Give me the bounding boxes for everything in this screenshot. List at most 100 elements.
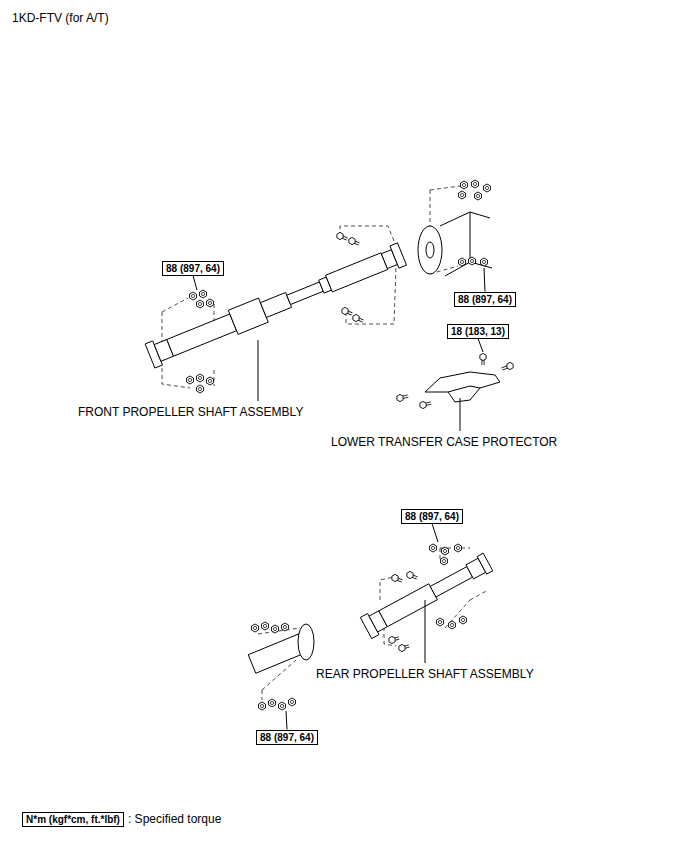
nut: [197, 300, 204, 308]
nut: [441, 557, 448, 565]
nut-hole: [198, 302, 201, 305]
torque-box: 88 (897, 64): [401, 509, 463, 524]
bolt-head: [389, 636, 395, 643]
nut: [282, 623, 289, 631]
leader-line: [484, 268, 485, 292]
companion-flange: [418, 226, 442, 274]
flange: [390, 243, 407, 268]
torque-box: 88 (897, 64): [454, 292, 516, 307]
torque-value: 88 (897, 64): [458, 294, 512, 305]
nut-hole: [476, 194, 479, 197]
nut: [252, 624, 259, 632]
shaft-tube: [379, 584, 438, 627]
torque-value: N*m (kgf*cm, ft.*lbf): [26, 814, 120, 825]
nut: [461, 181, 468, 189]
leader-line: [460, 398, 461, 431]
drawing: [145, 180, 513, 730]
nut-hole: [253, 626, 256, 629]
bolt-head: [507, 362, 513, 369]
shaft-tube: [430, 567, 472, 597]
nut-hole: [201, 292, 204, 295]
nut: [190, 292, 197, 300]
protector-edge: [448, 386, 480, 392]
nut: [481, 258, 488, 266]
nut: [289, 698, 296, 706]
nut: [200, 290, 207, 298]
nut-hole: [443, 549, 446, 552]
leader-line: [425, 600, 426, 663]
diagram-title: 1KD-FTV (for A/T): [12, 11, 109, 25]
nut-hole: [450, 623, 453, 626]
flange-hub: [426, 242, 434, 258]
torque-value: 88 (897, 64): [405, 511, 459, 522]
bolt-head: [349, 237, 355, 244]
bolt-head: [337, 232, 343, 239]
nut-hole: [198, 387, 201, 390]
bolt-head: [407, 571, 413, 578]
nut: [449, 621, 456, 629]
nut-hole: [473, 182, 476, 185]
leader-line: [478, 339, 483, 353]
nut-hole: [188, 378, 191, 381]
nut: [430, 544, 437, 552]
nut-hole: [461, 618, 464, 621]
nut: [259, 702, 266, 710]
bolt-head: [420, 401, 426, 408]
bolt-head: [342, 307, 348, 314]
shaft-tube: [326, 253, 388, 292]
bolt-head: [392, 574, 398, 581]
spline-shaft: [287, 282, 324, 305]
leader-line: [258, 340, 259, 401]
nut: [459, 258, 466, 266]
bolt-head: [480, 353, 486, 360]
shaft-tube: [167, 314, 237, 356]
torque-box: 18 (183, 13): [447, 324, 509, 339]
torque-value: 88 (897, 64): [166, 263, 220, 274]
nut: [455, 544, 462, 552]
legend-box: N*m (kgf*cm, ft.*lbf): [22, 812, 124, 827]
nut: [459, 191, 466, 199]
protector: [425, 372, 500, 402]
housing: [440, 212, 492, 276]
nut-hole: [456, 546, 459, 549]
nut-hole: [470, 259, 473, 262]
nut: [475, 192, 482, 200]
nut: [279, 702, 286, 710]
nut-hole: [273, 627, 276, 630]
torque-box: 88 (897, 64): [162, 261, 224, 276]
nut-hole: [438, 620, 441, 623]
nut-hole: [431, 546, 434, 549]
part-name: LOWER TRANSFER CASE PROTECTOR: [331, 435, 557, 449]
leader-line: [286, 711, 287, 730]
nut-hole: [280, 704, 283, 707]
torque-value: 18 (183, 13): [451, 326, 505, 337]
part-name: REAR PROPELLER SHAFT ASSEMBLY: [316, 667, 534, 681]
nut-hole: [270, 701, 273, 704]
nut: [484, 184, 491, 192]
nut-hole: [260, 704, 263, 707]
nut: [207, 299, 214, 307]
torque-value: 88 (897, 64): [260, 732, 314, 743]
nut: [187, 376, 194, 384]
nut-hole: [208, 301, 211, 304]
leader-line: [432, 524, 438, 543]
nut: [437, 618, 444, 626]
nut-hole: [198, 376, 201, 379]
nut-hole: [208, 379, 211, 382]
nut-hole: [263, 624, 266, 627]
bolt-head: [399, 644, 405, 651]
bolt-head: [397, 394, 403, 401]
nut-hole: [191, 294, 194, 297]
nut-hole: [460, 193, 463, 196]
flange: [477, 553, 493, 574]
nut: [262, 622, 269, 630]
nut-hole: [482, 260, 485, 263]
nut: [269, 699, 276, 707]
nut-hole: [460, 260, 463, 263]
nut-hole: [485, 186, 488, 189]
nut: [460, 616, 467, 624]
nut: [472, 180, 479, 188]
nut: [272, 625, 279, 633]
